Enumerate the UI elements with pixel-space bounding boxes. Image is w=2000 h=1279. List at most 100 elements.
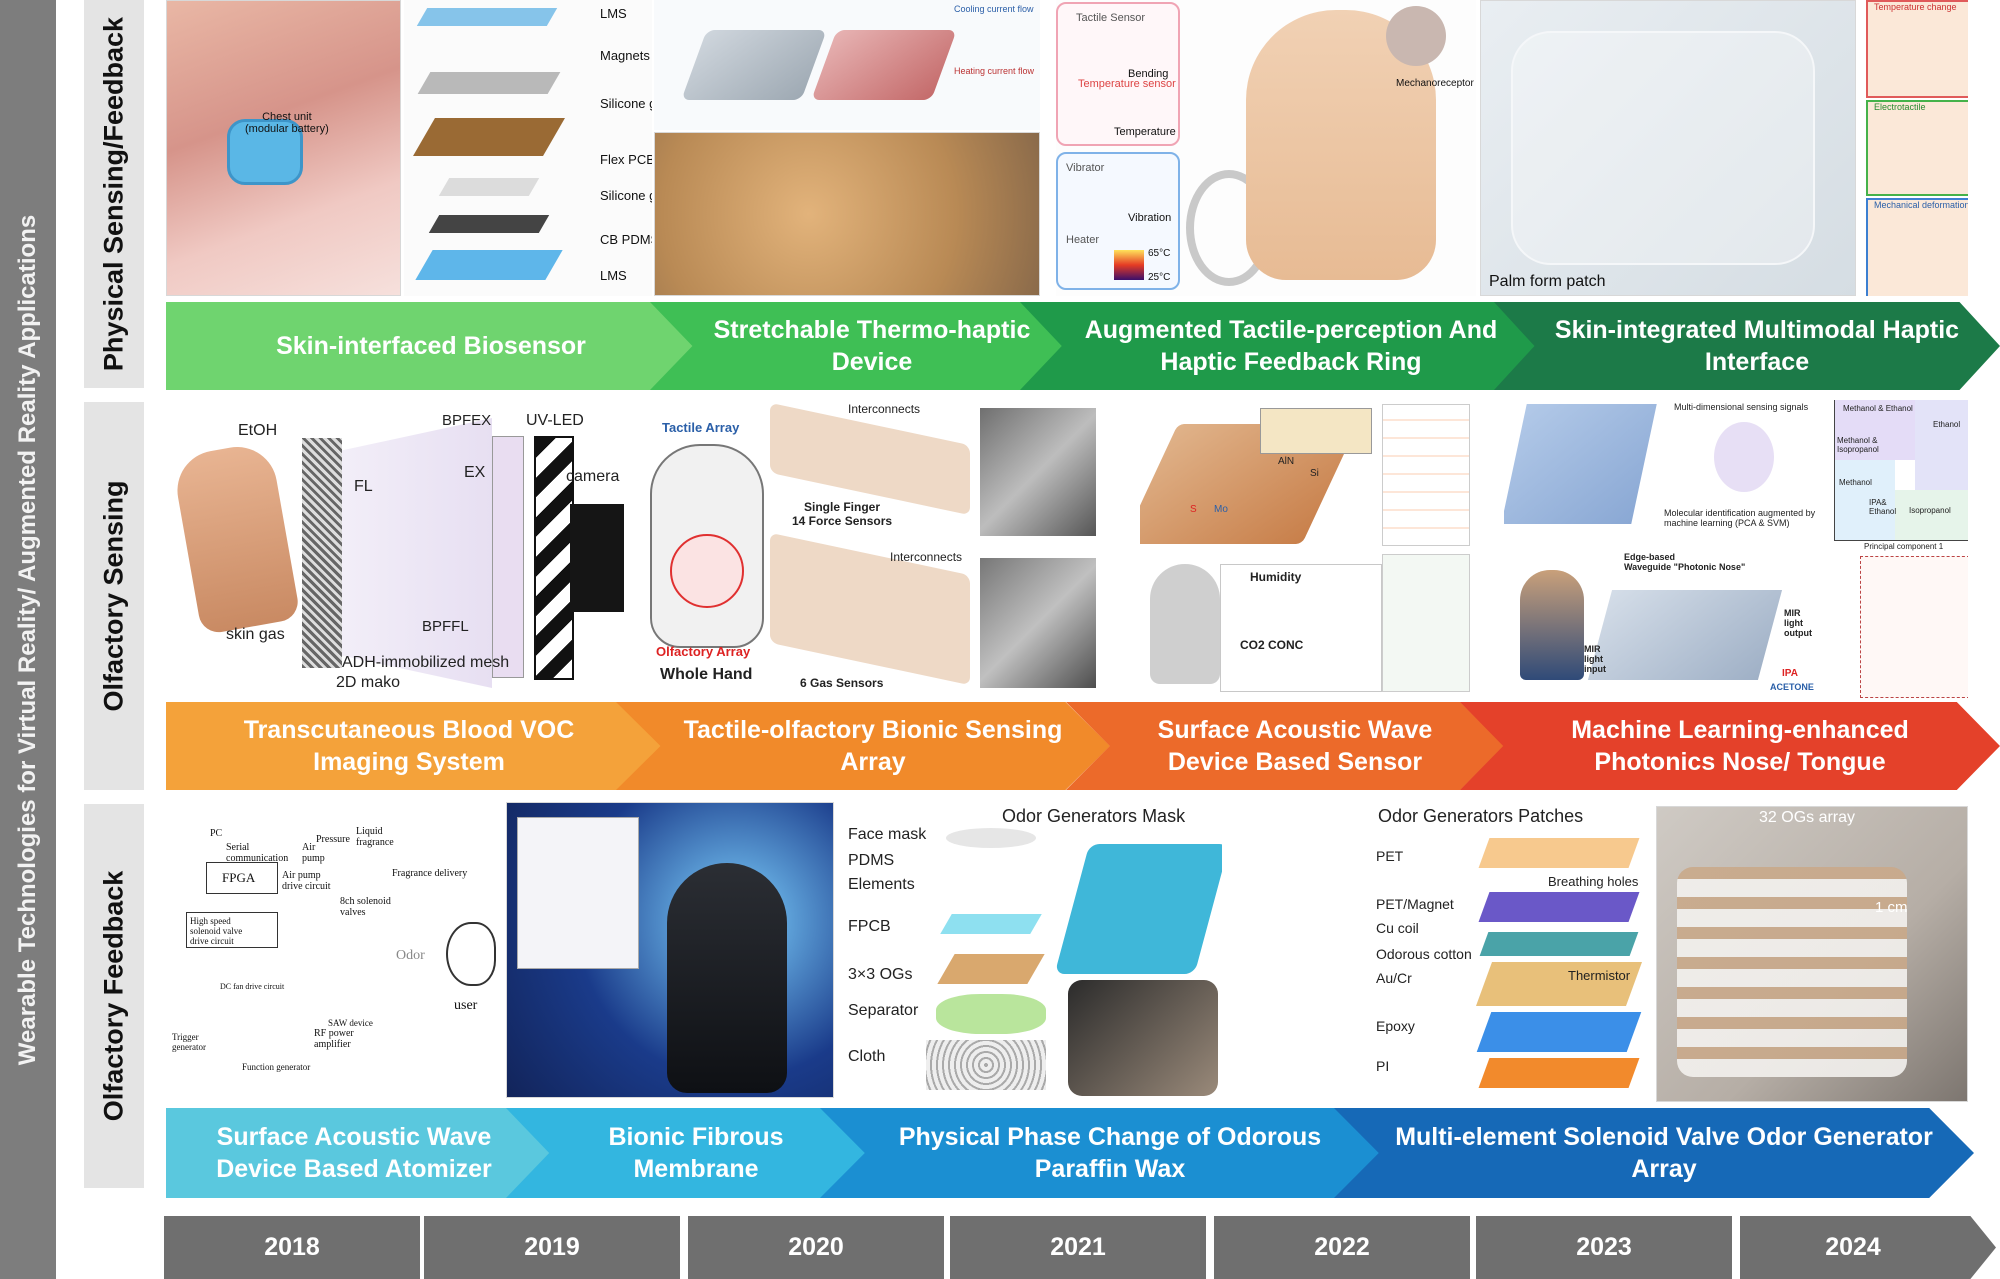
layer-shape	[946, 828, 1036, 848]
odor-label: Odor	[396, 948, 425, 963]
panel-photonic-nose: Multi-dimensional sensing signals Molecu…	[1504, 400, 1968, 700]
uvled-label: UV-LED	[526, 412, 584, 429]
chest-unit	[227, 119, 303, 185]
neural-net	[1382, 554, 1470, 692]
panel-haptic-ring: Tactile Sensor Bending Temperature senso…	[1056, 0, 1476, 296]
bending-label: Bending	[1128, 68, 1169, 80]
interconnects-label-2: Interconnects	[890, 550, 963, 564]
layer-shape	[936, 994, 1046, 1034]
arrow-row1-3-label: Augmented Tactile-perception And Haptic …	[1084, 316, 1498, 376]
arrow-row2-1: Transcutaneous Blood VOC Imaging System	[166, 702, 662, 790]
heat-map	[1114, 250, 1144, 280]
arrow-row1-2: Stretchable Thermo-haptic Device	[650, 302, 1074, 390]
etoh-label: EtOH	[238, 422, 278, 439]
co2-label: CO2 CONC	[1240, 638, 1304, 652]
cm-label: 1 cm	[1875, 899, 1908, 916]
rfamp-label: RF power amplifier	[314, 1028, 354, 1050]
mask-layer: Face mask	[848, 826, 927, 843]
panel-palm-patch: Palm form patch	[1480, 0, 1856, 296]
electrotactile-label: Electrotactile	[1874, 102, 1926, 112]
layer-shape	[937, 954, 1045, 984]
ml-signals-label: Multi-dimensional sensing signals	[1674, 402, 1809, 412]
arrow-row3-3-label: Physical Phase Change of Odorous Paraffi…	[898, 1123, 1322, 1183]
single-finger-label: Single Finger 14 Force Sensors	[792, 500, 893, 528]
chest-unit-label: Chest unit (modular battery)	[245, 111, 329, 135]
arrow-row2-4: Machine Learning-enhanced Photonics Nose…	[1460, 702, 2000, 790]
olf-array-label: Olfactory Array	[656, 644, 751, 659]
mir-in-label: MIR light input	[1584, 644, 1606, 674]
layer-shape	[438, 178, 540, 196]
drive-label: Air pump drive circuit	[282, 870, 331, 892]
arrow-row2-2: Tactile-olfactory Bionic Sensing Array	[616, 702, 1110, 790]
s-label: S	[1190, 504, 1197, 515]
mask-layer: PDMS	[848, 852, 895, 869]
pressure-label: Pressure	[316, 834, 350, 845]
row-label-olfactory-sensing: Olfactory Sensing	[84, 402, 144, 790]
year-cell: 2019	[424, 1216, 680, 1279]
t25-label: 25°C	[1148, 272, 1171, 283]
thermistor-label: Thermistor	[1568, 968, 1631, 983]
mask-layer: Separator	[848, 1002, 919, 1019]
panel-thermo-haptic-photo	[654, 132, 1040, 296]
adh-mesh	[302, 438, 342, 668]
layer-label: LMS	[600, 6, 627, 21]
layer-shape	[940, 914, 1042, 934]
og32-label: 32 OGs array	[1759, 809, 1856, 826]
row-label-olfactory-sensing-text: Olfactory Sensing	[98, 480, 129, 712]
response-plots	[1382, 404, 1470, 546]
mech-def-box	[1866, 198, 1968, 296]
fpga-box	[206, 862, 278, 894]
panel-saw-sensor: AlN Si S Mo Humidity CO2 CONC	[1140, 404, 1470, 696]
si-label: Si	[1310, 468, 1319, 479]
mechanoreceptor-circle	[1386, 6, 1446, 66]
mechanoreceptor-label: Mechanoreceptor	[1396, 78, 1474, 89]
vibration-label: Vibration	[1128, 212, 1172, 224]
fl-label: FL	[354, 478, 373, 495]
layer-label: LMS	[600, 268, 627, 283]
mir-out-label: MIR light output	[1784, 608, 1812, 638]
layer-label: Silicone gel	[600, 96, 652, 111]
layer-label: CB PDMS	[600, 232, 652, 247]
panel-og-array: 32 OGs array 1 cm	[1656, 806, 1968, 1102]
layer-shape	[415, 250, 563, 280]
mask-photo	[1068, 980, 1218, 1096]
bpfex-label: BPFEX	[442, 412, 492, 429]
patch-layer: Cu coil	[1376, 920, 1419, 936]
vibrator-label: Vibrator	[1066, 162, 1105, 174]
temp-change-box	[1866, 0, 1968, 98]
year-cell: 2023	[1476, 1216, 1732, 1279]
waveguide-chip	[1504, 404, 1657, 524]
arrow-row3-3: Physical Phase Change of Odorous Paraffi…	[820, 1108, 1380, 1198]
temp-change-label: Temperature change	[1874, 2, 1957, 12]
bpffl-label: BPFFL	[422, 618, 469, 635]
arrow-row3-4: Multi-element Solenoid Valve Odor Genera…	[1334, 1108, 1974, 1198]
gas-sensors-label: 6 Gas Sensors	[800, 676, 884, 690]
palm-patch-shape	[1511, 31, 1815, 265]
signal-box	[1220, 564, 1382, 692]
year-cell: 2021	[950, 1216, 1206, 1279]
sem-image-1	[980, 408, 1096, 536]
arrow-row1-1: Skin-interfaced Biosensor	[166, 302, 706, 390]
camera-body	[570, 504, 624, 612]
mech-def-label: Mechanical deformation	[1874, 200, 1968, 210]
dcfan-label: DC fan drive circuit	[220, 982, 285, 991]
breathing-label: Breathing holes	[1548, 874, 1639, 889]
layer-shape	[1478, 1058, 1640, 1088]
mo-label: Mo	[1214, 504, 1228, 515]
fragrance-label: Fragrance delivery	[392, 868, 468, 879]
acetone-label: ACETONE	[1770, 682, 1814, 692]
patch-title: Odor Generators Patches	[1378, 806, 1584, 826]
layer-shape	[1476, 1012, 1642, 1052]
arrow-row1-1-label: Skin-interfaced Biosensor	[276, 332, 586, 360]
arrow-row1-3: Augmented Tactile-perception And Haptic …	[1020, 302, 1542, 390]
mask-layer: FPCB	[848, 918, 891, 935]
pca-label-methanol-iso: Methanol & Isopropanol	[1837, 436, 1879, 454]
layer-shape	[1479, 932, 1639, 956]
vr-avatar	[667, 863, 787, 1093]
og-grid	[1054, 844, 1222, 974]
arrow-row1-4-label: Skin-integrated Multimodal Haptic Interf…	[1554, 316, 1960, 376]
tactile-label: Tactile Sensor	[1076, 12, 1146, 24]
row-label-physical: Physical Sensing/Feedback	[84, 0, 144, 388]
mask-layer: Elements	[848, 876, 915, 893]
panel-skin-biosensor-photo: Chest unit (modular battery)	[166, 0, 401, 296]
